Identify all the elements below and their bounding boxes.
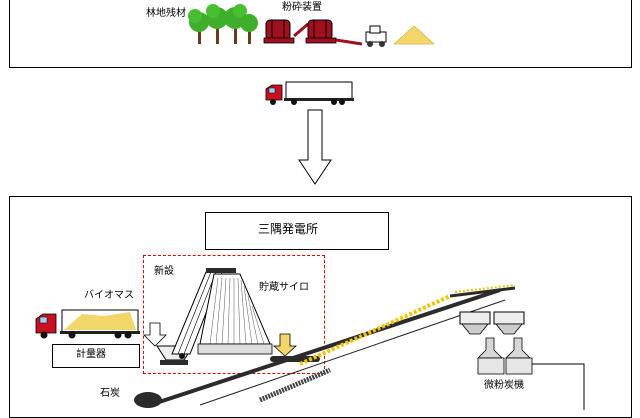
loader-truck-icon xyxy=(365,25,387,47)
scale-label: 計量器 xyxy=(76,349,106,360)
storage-silo-icon xyxy=(197,273,273,355)
pulverizer-label: 微粉炭機 xyxy=(484,380,524,391)
coal-pile-icon xyxy=(134,392,162,408)
new-install-label: 新設 xyxy=(154,266,174,277)
scale-box xyxy=(52,344,140,368)
plant-title: 三隅発電所 xyxy=(258,222,319,236)
chip-pile-icon xyxy=(392,25,436,45)
crusher-machines xyxy=(263,19,436,47)
pulverizer-icon xyxy=(477,337,533,375)
coal-bunker-icon xyxy=(459,311,525,335)
down-arrow-icon xyxy=(298,109,332,185)
forest-residue-label: 林地残材 xyxy=(146,8,186,19)
tree-icon xyxy=(240,14,258,44)
plant-equipment xyxy=(134,268,585,410)
tree-icon xyxy=(206,4,228,44)
transport-truck-icon xyxy=(265,81,354,105)
crusher-icon xyxy=(305,19,337,44)
tree-icon xyxy=(188,9,209,44)
main-conveyor-icon xyxy=(149,284,516,407)
biomass-label: バイオマス xyxy=(84,290,134,301)
forest-trees xyxy=(188,4,258,44)
coal-label: 石炭 xyxy=(100,388,120,399)
silo-label: 貯蔵サイロ xyxy=(259,282,309,293)
new-installation-region xyxy=(143,255,325,374)
crusher-label: 粉砕装置 xyxy=(282,2,322,13)
crusher-icon xyxy=(263,19,295,44)
bucket-elevator-icon xyxy=(171,268,236,359)
plant-title-box xyxy=(205,212,389,250)
biomass-truck-icon xyxy=(35,309,140,339)
